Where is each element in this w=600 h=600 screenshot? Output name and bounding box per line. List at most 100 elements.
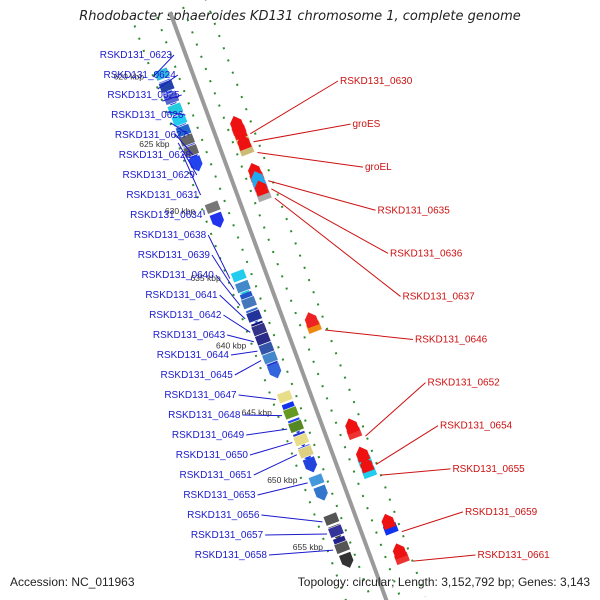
gene-label-leader (166, 111, 186, 116)
gene-label[interactable]: RSKD131_0629 (123, 170, 196, 181)
gene-label-leader (412, 554, 476, 562)
genome-stats-text: Topology: circular; Length: 3,152,792 bp… (297, 575, 590, 589)
gene-label[interactable]: RSKD131_0623 (100, 50, 173, 61)
gene-label[interactable]: RSKD131_0646 (415, 335, 488, 346)
gene-arrow (302, 456, 318, 473)
gene-label[interactable]: RSKD131_0653 (183, 490, 256, 501)
gene-arrow (381, 513, 396, 531)
gene-label-leader (174, 133, 194, 156)
gene-label[interactable]: RSKD131_0630 (340, 76, 413, 87)
gene-label[interactable]: RSKD131_0645 (161, 370, 234, 381)
gene-block (327, 523, 345, 539)
gene-label-leader (250, 80, 339, 135)
gene-feature[interactable] (378, 511, 400, 537)
gene-label[interactable]: RSKD131_0640 (142, 270, 215, 281)
gene-block (245, 308, 263, 324)
gene-feature[interactable] (307, 472, 331, 503)
gene-arrow (304, 312, 320, 329)
gene-arrow (392, 543, 408, 560)
gene-arrow (313, 484, 328, 501)
gene-label[interactable]: RSKD131_0649 (172, 430, 245, 441)
gene-label-leader (261, 514, 323, 523)
gene-label[interactable]: RSKD131_0648 (168, 410, 241, 421)
gene-arrow (233, 124, 248, 141)
gene-label[interactable]: RSKD131_0644 (157, 350, 230, 361)
gene-label[interactable]: RSKD131_0658 (195, 550, 268, 561)
map-title: Rhodobacter sphaeroides KD131 chromosome… (79, 9, 521, 24)
gene-label[interactable]: groES (352, 119, 380, 130)
gene-label[interactable]: RSKD131_0628 (119, 150, 192, 161)
gene-label[interactable]: RSKD131_0643 (153, 330, 226, 341)
gene-block (230, 268, 248, 284)
gene-label-leader (401, 511, 464, 533)
gene-label[interactable]: RSKD131_0627 (115, 130, 188, 141)
gene-label[interactable]: RSKD131_0642 (149, 310, 222, 321)
gene-label-leader (162, 94, 182, 102)
gene-label[interactable]: RSKD131_0654 (440, 421, 513, 432)
gene-label[interactable]: RSKD131_0638 (134, 230, 207, 241)
gene-label[interactable]: RSKD131_0624 (104, 70, 177, 81)
gene-label[interactable]: RSKD131_0659 (465, 507, 538, 518)
gene-label-leader (375, 425, 439, 465)
gene-label-leader (181, 153, 202, 196)
scale-tick-label: 635 kbp (190, 273, 221, 283)
gene-arrow (355, 446, 371, 463)
gene-label[interactable]: RSKD131_0651 (180, 470, 253, 481)
gene-label-leader (215, 274, 241, 306)
gene-label[interactable]: RSKD131_0626 (111, 110, 184, 121)
gene-feature[interactable] (261, 350, 285, 381)
gene-block (240, 295, 258, 311)
genome-backbone (168, 11, 389, 600)
gene-label-leader (365, 382, 426, 437)
gene-label-leader (257, 482, 308, 496)
gene-label-leader (253, 123, 351, 143)
gene-arrow (266, 362, 282, 379)
gene-label-leader (246, 428, 288, 436)
gene-block (282, 405, 300, 421)
gene-block (297, 444, 315, 460)
gene-label-leader (324, 329, 414, 341)
gene-label[interactable]: RSKD131_0647 (164, 390, 237, 401)
gene-label[interactable]: RSKD131_0639 (138, 250, 211, 261)
gene-label[interactable]: RSKD131_0655 (452, 464, 525, 475)
gene-label-leader (380, 468, 451, 476)
gene-label[interactable]: groEL (365, 162, 392, 173)
gene-label[interactable]: RSKD131_0636 (390, 248, 463, 259)
gene-feature[interactable] (302, 310, 323, 335)
gene-label[interactable]: RSKD131_0656 (187, 510, 260, 521)
gene-label-leader (203, 209, 205, 216)
gene-label-leader (234, 360, 262, 376)
gene-label[interactable]: RSKD131_0657 (191, 530, 264, 541)
gene-feature[interactable] (252, 178, 273, 203)
gene-label[interactable]: RSKD131_0652 (427, 378, 500, 389)
gene-label-leader (265, 533, 328, 536)
gene-label[interactable]: RSKD131_0650 (176, 450, 249, 461)
gene-label-leader (170, 122, 190, 136)
scale-tick-label: 645 kbp (242, 408, 273, 418)
gene-label[interactable]: RSKD131_0635 (377, 205, 450, 216)
gene-feature[interactable] (333, 539, 357, 570)
gene-feature[interactable] (342, 416, 364, 441)
gene-feature[interactable] (297, 444, 320, 475)
gene-label[interactable]: RSKD131_0637 (402, 291, 475, 302)
gene-label[interactable]: RSKD131_0631 (126, 190, 199, 201)
gene-label[interactable]: RSKD131_0641 (145, 290, 218, 301)
gene-block (276, 389, 294, 405)
gene-label-leader (219, 294, 246, 320)
scale-tick-label: 620 kbp (114, 72, 145, 82)
gene-feature[interactable] (390, 541, 411, 566)
gene-block (157, 78, 176, 94)
gene-feature[interactable] (234, 132, 256, 158)
scale-tick-label: 625 kbp (139, 139, 170, 149)
gene-label[interactable]: RSKD131_0625 (107, 90, 180, 101)
gene-label[interactable]: RSKD131_0661 (477, 550, 550, 561)
gene-feature[interactable] (203, 199, 227, 230)
gene-feature[interactable] (357, 455, 378, 480)
gene-label-leader (227, 334, 255, 343)
gene-label[interactable]: RSKD131_0634 (130, 210, 203, 221)
gene-label-leader (177, 142, 198, 176)
gene-arrow (339, 551, 354, 568)
gene-block (203, 199, 222, 215)
